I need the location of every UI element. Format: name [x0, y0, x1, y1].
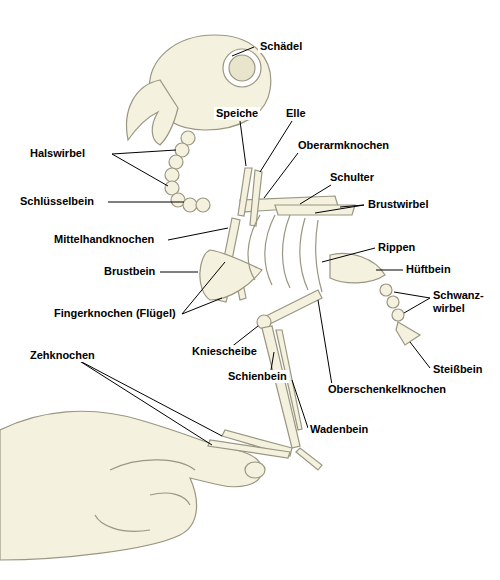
- part-label: Schienbein: [226, 370, 289, 383]
- part-label: Schädel: [258, 40, 304, 53]
- part-label: Halswirbel: [28, 147, 87, 160]
- part-label: Oberarmknochen: [296, 139, 391, 152]
- part-label: Steißbein: [431, 363, 485, 376]
- part-label: Mittelhandknochen: [52, 233, 156, 246]
- part-label: Schwanz- wirbel: [431, 289, 491, 315]
- part-label: Schulter: [328, 171, 376, 184]
- part-label: Rippen: [376, 241, 417, 254]
- part-label: Oberschenkelknochen: [326, 383, 448, 396]
- part-label: Schlüsselbein: [18, 195, 96, 208]
- part-label: Brustwirbel: [366, 198, 431, 211]
- part-label: Speiche: [214, 107, 260, 120]
- part-label: Elle: [284, 107, 308, 120]
- part-label: Fingerknochen (Flügel): [52, 307, 178, 320]
- part-label: Brustbein: [102, 265, 157, 278]
- part-label: Kniescheibe: [190, 345, 259, 358]
- part-label: Hüftbein: [404, 263, 453, 276]
- part-label: Wadenbein: [308, 423, 370, 436]
- part-label: Zehknochen: [28, 349, 97, 362]
